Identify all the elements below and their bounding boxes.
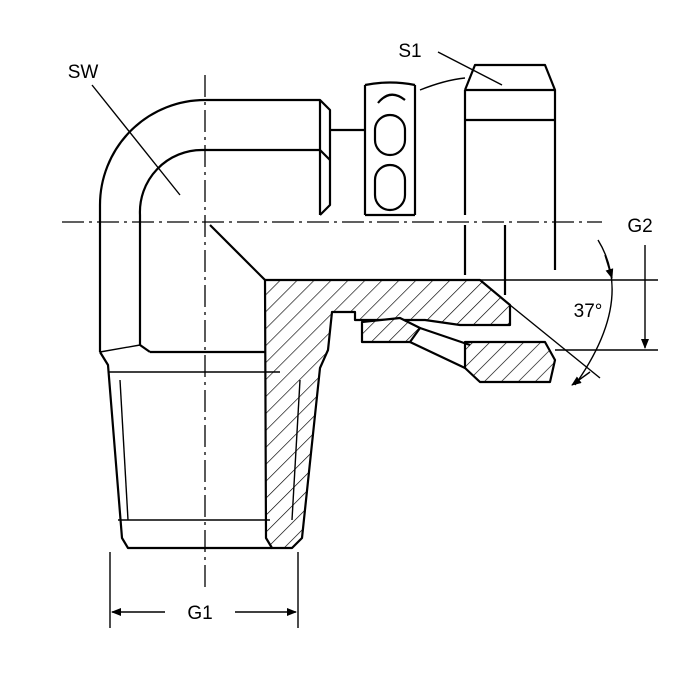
o-ring-seal [363,81,417,217]
sw-callout: SW [68,62,181,196]
angle-label: 37° [574,301,603,322]
angle-dimension: 37° [509,239,614,386]
s1-label: S1 [398,41,421,62]
sw-label: SW [68,62,99,83]
s1-callout: S1 [398,41,503,86]
g2-dimension: G2 [480,216,658,351]
g2-label: G2 [627,216,652,237]
g1-label: G1 [187,603,212,624]
tapered-thread [99,350,301,550]
g1-dimension: G1 [109,552,299,628]
body-section [209,224,557,550]
elbow-body [98,98,365,353]
swivel-nut [419,63,557,295]
